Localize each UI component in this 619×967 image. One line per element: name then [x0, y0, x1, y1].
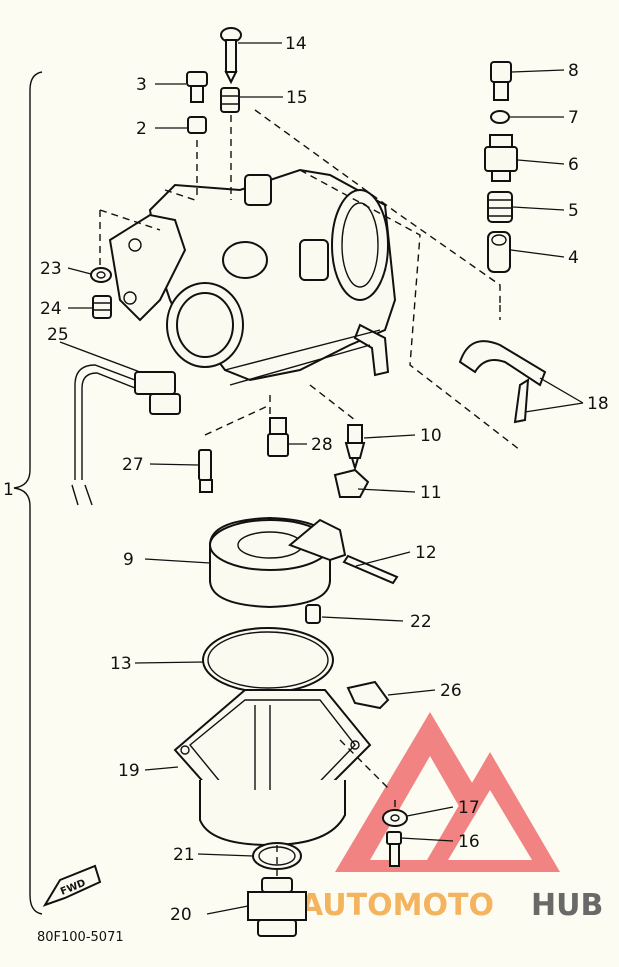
- part-12-shape: [342, 554, 399, 585]
- callout-27: 27: [122, 455, 144, 475]
- callout-15: 15: [286, 88, 308, 108]
- callout-26: 26: [440, 681, 462, 701]
- callout-20: 20: [170, 905, 192, 925]
- part-27-shape: [198, 449, 213, 493]
- part-16-shape: [386, 831, 402, 867]
- part-28-shape: [267, 417, 289, 457]
- callout-4: 4: [568, 248, 579, 268]
- leader-lines: [59, 42, 584, 915]
- part-26-shape: [346, 680, 390, 710]
- part-19-shape: [173, 689, 372, 847]
- part-15-shape: [220, 87, 240, 113]
- callout-25: 25: [47, 325, 69, 345]
- part-callouts: 1 2 3 4 5 6 7 8 9 10 11 12 13 14 15 16 1…: [3, 34, 609, 925]
- callout-17: 17: [458, 798, 480, 818]
- part-22-shape: [305, 604, 321, 624]
- part-24-shape: [92, 295, 112, 319]
- part-13-shape: [202, 627, 334, 693]
- part-14-shape: [220, 27, 242, 85]
- part-18-shape: [458, 340, 547, 424]
- callout-6: 6: [568, 155, 579, 175]
- part-20-shape: [247, 877, 307, 937]
- callout-22: 22: [410, 612, 432, 632]
- callout-19: 19: [118, 761, 140, 781]
- callout-8: 8: [568, 61, 579, 81]
- part-9-shape: [209, 516, 347, 609]
- part-11-shape: [333, 468, 370, 498]
- part-3-shape: [186, 71, 208, 103]
- callout-23: 23: [40, 259, 62, 279]
- callout-14: 14: [285, 34, 307, 54]
- callout-28: 28: [311, 435, 333, 455]
- watermark-brand-part2: HUB: [531, 888, 603, 923]
- callout-1: 1: [3, 480, 14, 500]
- part-6-shape: [484, 134, 518, 182]
- watermark-brand-part1: AUTOMOTO: [300, 888, 494, 923]
- callout-9: 9: [123, 550, 134, 570]
- part-10-shape: [344, 424, 366, 472]
- part-23-shape: [90, 267, 112, 283]
- callout-10: 10: [420, 426, 442, 446]
- part-2-shape: [187, 116, 207, 134]
- drawing-code: 80F100-5071: [37, 930, 124, 945]
- callout-24: 24: [40, 299, 62, 319]
- assembly-bracket: [13, 71, 43, 915]
- callout-3: 3: [136, 75, 147, 95]
- callout-2: 2: [136, 119, 147, 139]
- callout-11: 11: [420, 483, 442, 503]
- callout-16: 16: [458, 832, 480, 852]
- part-17-shape: [382, 809, 408, 827]
- callout-18: 18: [587, 394, 609, 414]
- callout-13: 13: [110, 654, 132, 674]
- part-8-shape: [490, 61, 512, 101]
- watermark-logo: [335, 712, 560, 872]
- assembly-lines: [99, 109, 521, 880]
- part-7-shape: [490, 110, 510, 124]
- fwd-arrow: FWD: [42, 864, 102, 907]
- carburetor-body: [108, 168, 397, 386]
- callout-5: 5: [568, 201, 579, 221]
- part-4-shape: [487, 231, 511, 273]
- callout-12: 12: [415, 543, 437, 563]
- part-25-shape: [71, 364, 181, 506]
- callout-7: 7: [568, 108, 579, 128]
- part-5-shape: [487, 191, 513, 223]
- callout-21: 21: [173, 845, 195, 865]
